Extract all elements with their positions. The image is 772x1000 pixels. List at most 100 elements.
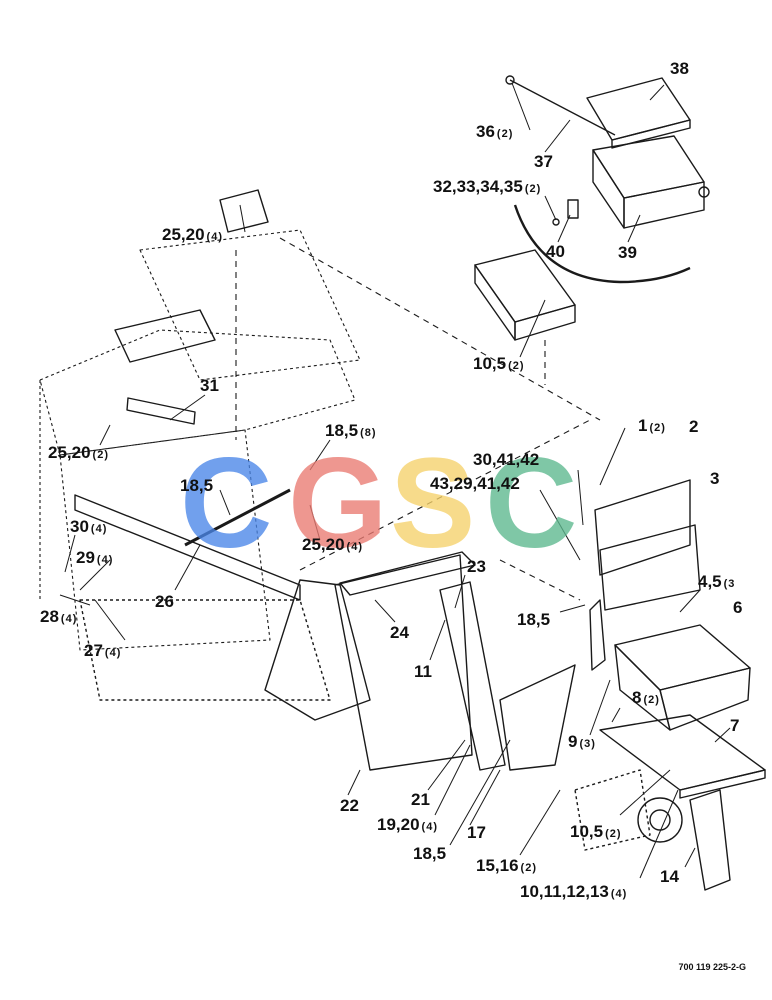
callout-30-41-42: 30,41,42 bbox=[473, 450, 540, 469]
hinge-rod bbox=[509, 79, 616, 136]
callout-22: 22 bbox=[340, 796, 359, 815]
upper-bracket bbox=[219, 189, 269, 233]
leader-lines bbox=[59, 82, 731, 879]
callout-28: 28(4) bbox=[40, 607, 78, 626]
leader-25a bbox=[239, 204, 246, 233]
support-arm-23 bbox=[439, 581, 506, 771]
leader-28 bbox=[59, 594, 91, 606]
watermark-letter-1: C bbox=[180, 432, 273, 575]
callout-29: 29(4) bbox=[76, 548, 114, 567]
cross-member bbox=[74, 494, 301, 601]
leader-15 bbox=[519, 789, 561, 856]
bracket-31 bbox=[126, 397, 196, 425]
callout-19-20: 19,20(4) bbox=[377, 815, 438, 834]
callout-10-5-upper: 10,5(2) bbox=[473, 354, 525, 373]
bearing-housing bbox=[637, 797, 683, 843]
watermark-logo: C G S C bbox=[180, 440, 600, 568]
callout-32-35: 32,33,34,35(2) bbox=[433, 177, 542, 196]
callout-36: 36(2) bbox=[476, 122, 514, 141]
tool-box-side bbox=[592, 149, 625, 229]
callout-38: 38 bbox=[670, 59, 689, 78]
callout-25-20-upper: 25,20(4) bbox=[162, 225, 223, 244]
leader-25b bbox=[99, 424, 111, 446]
callout-43-29-41-42: 43,29,41,42 bbox=[430, 474, 520, 493]
callout-8: 8(2) bbox=[632, 688, 660, 707]
frame-structure bbox=[39, 229, 361, 651]
bearing-bore bbox=[649, 809, 671, 831]
leader-11 bbox=[429, 619, 446, 661]
lower-mount bbox=[574, 769, 651, 851]
callout-17: 17 bbox=[467, 823, 486, 842]
callout-40: 40 bbox=[546, 242, 565, 261]
leader-30a bbox=[64, 534, 76, 573]
leader-10b bbox=[619, 769, 671, 816]
guard-2 bbox=[594, 479, 691, 576]
leader-24 bbox=[374, 599, 396, 623]
cradle-6-side bbox=[614, 644, 671, 731]
leader-43 bbox=[539, 489, 581, 561]
leader-30b bbox=[577, 469, 584, 526]
leader-37 bbox=[544, 119, 571, 153]
callout-18-5-lower: 18,5 bbox=[413, 844, 447, 863]
leader-40 bbox=[557, 214, 571, 243]
callout-37: 37 bbox=[534, 152, 553, 171]
bar-26 bbox=[184, 488, 291, 547]
callout-18-5-upper: 18,5(8) bbox=[325, 421, 377, 440]
leader-26 bbox=[174, 544, 201, 591]
guard-3 bbox=[599, 524, 701, 611]
leader-1 bbox=[599, 427, 626, 486]
leader-17 bbox=[469, 769, 501, 826]
callout-18-5-right: 18,5 bbox=[517, 610, 551, 629]
leader-19 bbox=[434, 744, 471, 816]
shield-top-24 bbox=[339, 551, 476, 596]
hinge-pin-end bbox=[505, 75, 515, 85]
leader-18d bbox=[449, 739, 511, 846]
leader-36 bbox=[511, 82, 531, 131]
leader-32 bbox=[544, 195, 557, 221]
callout-27: 27(4) bbox=[84, 641, 122, 660]
plate-7-edge bbox=[679, 769, 766, 799]
leader-22 bbox=[347, 769, 361, 796]
callout-10-5-lower: 10,5(2) bbox=[570, 822, 622, 841]
tool-box-top bbox=[592, 135, 705, 199]
callout-21: 21 bbox=[411, 790, 430, 809]
leader-4 bbox=[679, 589, 701, 613]
callout-18-5-left: 18,5 bbox=[180, 476, 214, 495]
latch-part bbox=[567, 199, 579, 219]
hub-casting bbox=[264, 579, 371, 721]
cradle-6-front bbox=[659, 667, 751, 731]
bracket-17 bbox=[499, 664, 576, 771]
side-shield-22 bbox=[334, 554, 473, 771]
leader-8 bbox=[611, 707, 621, 723]
leader-31 bbox=[169, 394, 206, 421]
bracket-14 bbox=[689, 789, 731, 891]
lower-panel bbox=[79, 599, 331, 701]
leader-18b bbox=[219, 489, 231, 516]
tool-box-assembled-side bbox=[474, 264, 516, 341]
tool-box-front bbox=[623, 181, 705, 229]
tool-box-group bbox=[474, 75, 710, 341]
leader-10a bbox=[519, 299, 546, 358]
callout-30: 30(4) bbox=[70, 517, 108, 536]
callout-11: 11 bbox=[414, 662, 432, 681]
frame-side bbox=[59, 429, 271, 651]
tool-box-knob bbox=[698, 186, 710, 198]
callout-25-20-mid: 25,20(2) bbox=[48, 443, 109, 462]
upright-post bbox=[589, 599, 606, 671]
callout-14: 14 bbox=[660, 867, 679, 886]
ref-line-4 bbox=[499, 559, 581, 601]
leader-39 bbox=[627, 214, 641, 243]
callout-10-11-12-13: 10,11,12,13(4) bbox=[520, 882, 628, 901]
callout-1: 1(2) bbox=[638, 416, 666, 435]
leader-25c bbox=[309, 504, 321, 541]
callout-7: 7 bbox=[730, 716, 740, 735]
callout-24: 24 bbox=[390, 623, 409, 642]
leader-18a bbox=[309, 439, 331, 471]
leader-10c bbox=[639, 789, 679, 879]
watermark-letter-2: G bbox=[288, 432, 388, 575]
tool-box-assembled-front bbox=[514, 304, 576, 341]
callout-4-5: 4,5(3 bbox=[698, 572, 736, 591]
callout-23: 23 bbox=[467, 557, 486, 576]
leader-7 bbox=[714, 727, 731, 743]
